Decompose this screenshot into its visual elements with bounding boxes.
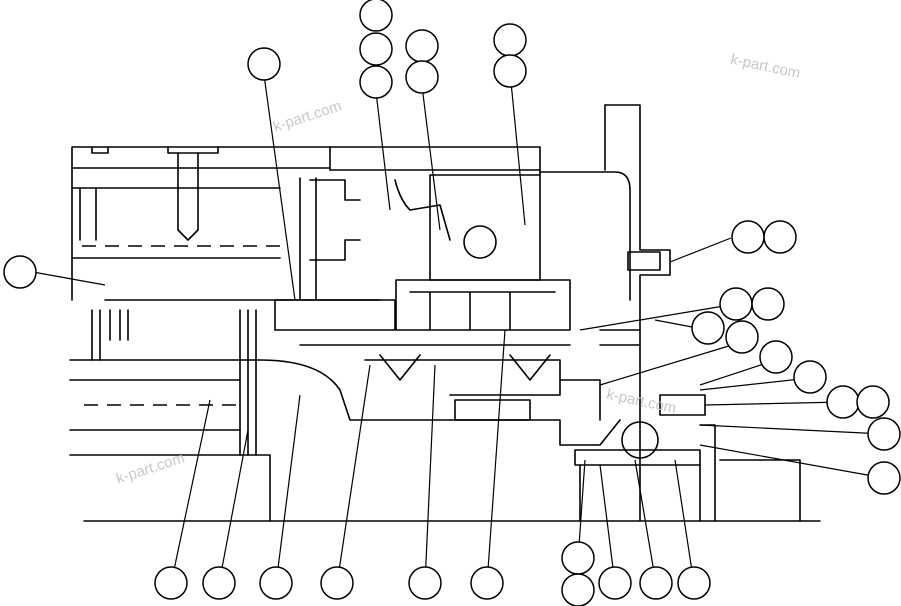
callout-circle (751, 287, 785, 321)
callout-3 (359, 65, 393, 99)
housing-structure (69, 104, 821, 522)
callout-4 (405, 29, 439, 63)
callout-6 (493, 23, 527, 57)
callout-circle (759, 340, 793, 374)
callout-31 (639, 566, 673, 600)
callout-9 (3, 255, 37, 289)
callout-circle (826, 385, 860, 419)
callout-32 (677, 566, 711, 600)
callout-29 (561, 573, 595, 606)
callout-20 (867, 417, 901, 451)
callout-2 (359, 32, 393, 66)
leader-lines (32, 74, 885, 585)
callout-14 (691, 311, 725, 345)
callout-circle (691, 311, 725, 345)
callout-21 (867, 461, 901, 495)
callout-circle (725, 320, 759, 354)
callout-bubbles (3, 0, 901, 606)
callout-24 (259, 566, 293, 600)
callout-circle (731, 220, 765, 254)
callout-circle (405, 60, 439, 94)
callout-12 (719, 287, 753, 321)
callout-circle (359, 0, 393, 32)
callout-22 (154, 566, 188, 600)
callout-circle (247, 47, 281, 81)
callout-5 (405, 60, 439, 94)
callout-11 (763, 220, 797, 254)
callout-16 (759, 340, 793, 374)
callout-circle (598, 566, 632, 600)
callout-13 (751, 287, 785, 321)
callout-circle (856, 385, 890, 419)
callout-circle (3, 255, 37, 289)
callout-circle (639, 566, 673, 600)
callout-circle (408, 566, 442, 600)
callout-30 (598, 566, 632, 600)
callout-circle (493, 54, 527, 88)
callout-circle (719, 287, 753, 321)
callout-17 (793, 360, 827, 394)
callout-27 (470, 566, 504, 600)
callout-circle (867, 417, 901, 451)
callout-circle (359, 65, 393, 99)
callout-circle (202, 566, 236, 600)
callout-circle (359, 32, 393, 66)
callout-circle (320, 566, 354, 600)
callout-10 (731, 220, 765, 254)
callout-23 (202, 566, 236, 600)
callout-1 (359, 0, 393, 32)
callout-25 (320, 566, 354, 600)
callout-circle (154, 566, 188, 600)
callout-circle (259, 566, 293, 600)
callout-28 (561, 541, 595, 575)
callout-26 (408, 566, 442, 600)
callout-circle (763, 220, 797, 254)
callout-circle (867, 461, 901, 495)
callout-circle (677, 566, 711, 600)
callout-circle (561, 541, 595, 575)
callout-18 (826, 385, 860, 419)
callout-circle (493, 23, 527, 57)
callout-15 (725, 320, 759, 354)
callout-circle (793, 360, 827, 394)
callout-circle (405, 29, 439, 63)
callout-7 (493, 54, 527, 88)
callout-circle (470, 566, 504, 600)
callout-19 (856, 385, 890, 419)
callout-circle (561, 573, 595, 606)
callout-8 (247, 47, 281, 81)
